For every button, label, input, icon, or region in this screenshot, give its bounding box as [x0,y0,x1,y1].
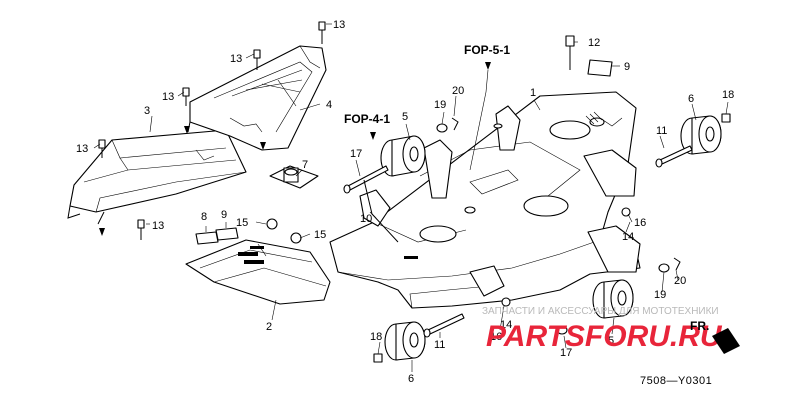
part-9-label [587,59,613,77]
fop-5-1-reference: FOP-5-1 [464,43,510,171]
watermark: ЗАПЧАСТИ И АКСЕССУАРЫ ДЛЯ МОТОТЕХНИКИ PA… [482,306,723,353]
bolts-13 [98,21,326,240]
part-7-bracket [269,165,319,189]
callout-13: 13 [230,53,242,65]
callout-9: 9 [624,61,630,73]
callout-19: 19 [654,289,666,301]
callout-14: 14 [500,319,512,331]
callout-7: 7 [302,159,308,171]
part-2-front-shield [185,239,331,305]
callout-6: 6 [688,93,694,105]
callout-18: 18 [722,89,734,101]
callout-2: 2 [266,321,272,333]
callout-11: 11 [434,339,445,351]
callout-8: 8 [201,211,207,223]
front-direction-label: FR. [690,319,709,333]
part-1-mower-deck [329,91,641,309]
nuts-15-16-14 [266,207,631,307]
reference-arrow-icon [485,62,491,70]
fop-5-1-label: FOP-5-1 [464,43,510,57]
callout-20: 20 [674,275,686,287]
callout-17: 17 [350,148,362,160]
diagram-code: 7508—Y0301 [640,375,712,387]
callout-16: 16 [634,217,646,229]
part-3-left-shield [67,129,247,225]
fop-4-1-label: FOP-4-1 [344,112,390,126]
watermark-logo: PARTSFORU.RU [486,320,723,353]
small-arrows [99,126,266,236]
part-8-9-labels-left [195,227,239,245]
callout-13: 13 [162,91,174,103]
part-6-wheel-upper [680,115,722,155]
callout-17: 17 [560,347,572,359]
part-17-bolt-lower [556,325,568,335]
direction-arrow-icon [712,328,740,354]
part-11-bolt-upper [655,145,693,168]
callout-11: 11 [656,125,667,137]
callout-9: 9 [221,209,227,221]
callout-4: 4 [326,99,332,111]
callout-6: 6 [408,373,414,385]
callout-19: 19 [434,99,446,111]
part-callouts: 13 13 13 13 13 3 4 7 8 9 15 15 2 1 5 17 … [76,19,734,385]
callout-15: 15 [236,217,248,229]
part-4-upper-shield [187,45,327,151]
callout-5: 5 [402,111,408,123]
part-12-bolt [565,35,575,70]
callout-14: 14 [622,231,634,243]
callout-13: 13 [333,19,345,31]
callout-1: 1 [530,87,536,99]
watermark-tagline: ЗАПЧАСТИ И АКСЕССУАРЫ ДЛЯ МОТОТЕХНИКИ [482,306,719,317]
part-17-bolt-upper [343,165,389,194]
callout-3: 3 [144,105,150,117]
reference-arrow-icon [370,132,376,140]
fop-4-1-reference: FOP-4-1 [344,112,390,140]
callout-13: 13 [76,143,88,155]
front-direction-indicator: FR. [690,319,740,354]
callout-16: 16 [490,331,502,343]
callout-18: 18 [370,331,382,343]
callout-5: 5 [608,335,614,347]
part-6-wheel-lower [384,321,426,361]
callout-12: 12 [588,37,600,49]
part-11-bolt-lower [423,313,465,338]
callout-20: 20 [452,85,464,97]
callout-10: 10 [360,213,372,225]
part-5-wheel-right [592,279,634,319]
leader-lines [93,23,729,372]
callout-15: 15 [314,229,326,241]
callout-13: 13 [152,220,164,232]
